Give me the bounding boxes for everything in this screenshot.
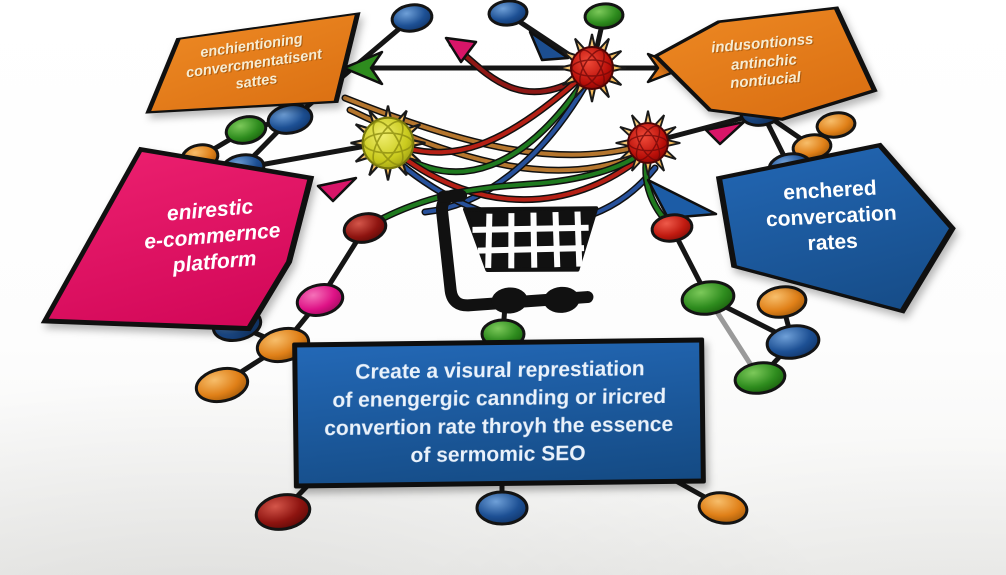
magenta-arrow-left-mid [316,176,358,203]
caption-line: convertion rate throyh the essence [323,412,674,441]
node-orange [697,491,749,525]
node-green [224,115,268,145]
node-green [733,361,787,395]
burst-node-yellow [350,105,426,181]
banner-top-right: indusontionss antinchic nontiucial [648,4,880,122]
green-left-arrow [342,50,384,86]
node-green [583,2,625,30]
caption-box: Create a visural represtiation of enenge… [292,337,706,489]
magenta-arrow-top-right [704,120,746,146]
caption-line: of sermomic SEO [410,441,586,468]
node-magenta [295,283,345,317]
arrows [316,30,746,220]
banner-right-text: enchered convercation rates [699,134,966,325]
shopping-cart-icon [436,188,599,314]
banner-top-left: enchientioning convercmentatisent sattes [143,10,365,118]
blue-arrow-down-right [528,30,570,62]
banner-line: rates [806,229,859,256]
node-blue [390,3,434,33]
node-red [650,213,694,243]
node-dark-red [254,493,312,531]
banner-right-blue: enchered convercation rates [703,141,961,319]
blue-arrow-large [646,178,718,220]
node-green [680,280,736,316]
banner-line: convercation [765,201,898,232]
magenta-arrow-up-left [444,36,478,64]
node-orange [815,111,857,139]
node-dark-red [342,212,388,244]
caption-line: Create a visural represtiation [354,357,645,384]
banner-top-right-text: indusontionss antinchic nontiucial [643,0,884,132]
node-orange [194,366,250,404]
banner-left-pink: enirestic e-commernce platform [28,141,346,337]
burst-node-red-2 [615,110,681,176]
banner-top-left-text: enchientioning convercmentatisent sattes [137,0,372,133]
banner-left-text: enirestic e-commernce platform [20,128,354,351]
burst-node-red-1 [557,33,627,103]
caption-text: Create a visural represtiation of enenge… [296,343,701,484]
node-blue [765,324,821,360]
caption-line: of enengergic cannding or iricred [332,385,667,413]
node-blue [487,0,529,27]
nodes [180,0,857,531]
node-blue [475,490,529,526]
node-orange [756,285,808,319]
